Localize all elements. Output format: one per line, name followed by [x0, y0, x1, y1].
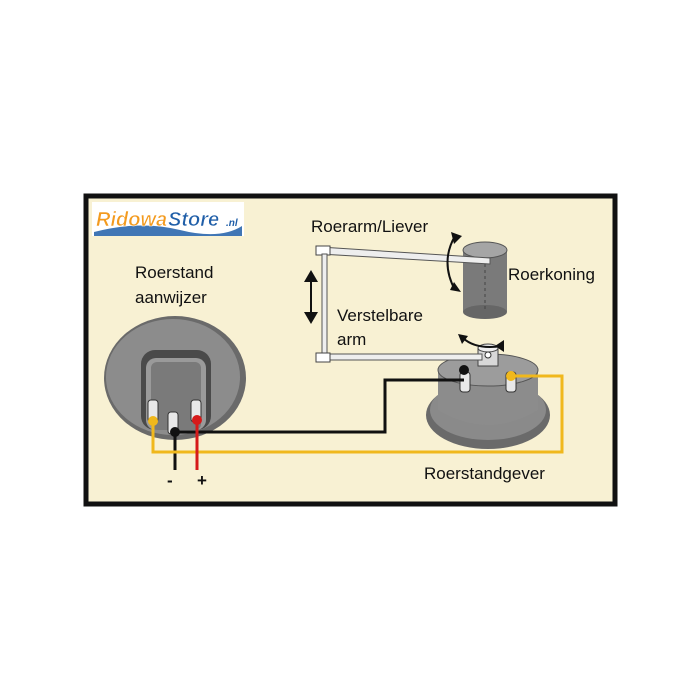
connection-dot — [459, 365, 469, 375]
vertical-adjust-arrow-icon — [304, 270, 318, 324]
label-rudder-stock: Roerkoning — [508, 265, 595, 284]
connection-dot — [170, 427, 180, 437]
rudder-sender — [426, 343, 550, 449]
label-minus: - — [167, 471, 173, 490]
ridowastore-logo: Ridowa Store .nl — [92, 202, 244, 236]
label-arm-line1: Verstelbare — [337, 306, 423, 325]
label-sender: Roerstandgever — [424, 464, 545, 483]
connection-dot — [148, 416, 158, 426]
label-lever: Roerarm/Liever — [311, 217, 428, 236]
label-indicator-line2: aanwijzer — [135, 288, 207, 307]
logo-text-ridowa: Ridowa — [96, 209, 167, 231]
wire-black-signal — [175, 378, 464, 434]
adjustable-arm-rod — [321, 253, 328, 359]
wire-yellow-ground — [151, 374, 564, 454]
rudder-stock — [462, 241, 508, 319]
adjustable-arm-bar — [319, 353, 483, 361]
logo-text-store: Store — [168, 209, 219, 231]
connection-dot — [192, 415, 202, 425]
label-arm-line2: arm — [337, 330, 366, 349]
rudder-indicator — [104, 316, 246, 440]
logo-text-nl: .nl — [226, 218, 238, 229]
connection-dot — [506, 371, 516, 381]
label-plus: + — [197, 471, 207, 490]
label-indicator-line1: Roerstand — [135, 263, 213, 282]
